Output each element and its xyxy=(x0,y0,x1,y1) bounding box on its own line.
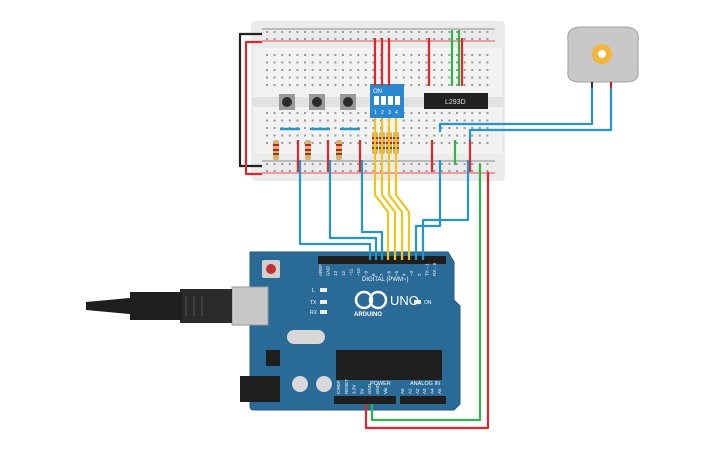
dip-switch[interactable]: ON 1 2 3 4 xyxy=(370,84,404,118)
wire-red-power xyxy=(244,40,262,176)
dip-pos-3: 3 xyxy=(388,110,391,116)
power-pin-label-1: RESET xyxy=(344,379,349,394)
push-button-3[interactable] xyxy=(340,94,356,110)
power-header xyxy=(334,396,396,404)
on-led-label: ON xyxy=(424,300,432,306)
power-pin-label-4: GND xyxy=(367,383,372,394)
digital-pin-label-5: ~10 xyxy=(356,268,361,276)
chip-label: L293D xyxy=(445,99,466,106)
power-pin-label-5: GND xyxy=(375,383,380,394)
digital-pin-label-13: 2 xyxy=(417,273,422,276)
digital-pin-label-1: GND xyxy=(326,265,331,276)
analog-pin-label-5: A5 xyxy=(437,388,442,394)
dip-pos-2: 2 xyxy=(381,110,384,116)
board-brand: ARDUINO xyxy=(354,312,382,318)
digital-pin-label-12: ~3 xyxy=(409,270,414,276)
resistor-1 xyxy=(273,140,279,160)
arduino-logo xyxy=(354,290,388,310)
board-model: UNO xyxy=(390,293,419,308)
dip-pos-4: 4 xyxy=(395,110,398,116)
power-pin-label-6: Vin xyxy=(383,387,388,394)
wires xyxy=(238,30,613,430)
power-pin-label-0: IOREF xyxy=(336,380,341,394)
led-label-l: L xyxy=(312,288,315,294)
digital-pin-label-0: AREF xyxy=(318,264,323,276)
arduino-uno: UNO ARDUINO DIGITAL (PWM~) ANALOG IN POW… xyxy=(231,251,461,411)
digital-pin-label-9: ~6 xyxy=(386,270,391,276)
atmega-chip xyxy=(336,350,442,380)
usb-cable xyxy=(86,289,232,323)
usb-port xyxy=(231,286,269,326)
analog-pin-label-3: A3 xyxy=(422,388,427,394)
digital-pin-label-8: 7 xyxy=(379,273,384,276)
power-pin-label-2: 3.3V xyxy=(352,385,357,394)
dc-jack xyxy=(240,376,280,402)
l293d-chip: L293D xyxy=(424,93,488,109)
push-button-1[interactable] xyxy=(279,94,295,110)
digital-pin-label-15: RX←0 xyxy=(432,262,437,276)
reset-button-cap[interactable] xyxy=(266,264,276,274)
digital-header-label: DIGITAL (PWM~) xyxy=(362,277,409,283)
resistor-3 xyxy=(336,140,342,160)
digital-pin-label-14: TX→1 xyxy=(424,263,429,276)
led-label-tx: TX xyxy=(310,300,317,306)
digital-pin-label-7: 8 xyxy=(371,273,376,276)
power-pin-label-3: 5V xyxy=(359,388,364,394)
wire-black-gnd xyxy=(238,32,262,168)
power-header-label: POWER xyxy=(370,381,391,387)
analog-pin-label-4: A4 xyxy=(430,388,435,394)
push-button-2[interactable] xyxy=(309,94,325,110)
digital-pin-label-10: ~5 xyxy=(394,270,399,276)
dip-switch-on-label: ON xyxy=(373,89,382,95)
resistor-2 xyxy=(305,140,311,160)
digital-pin-label-6: ~9 xyxy=(364,270,369,276)
analog-pin-label-2: A2 xyxy=(415,388,420,394)
digital-pin-label-2: 13 xyxy=(333,270,338,276)
analog-header xyxy=(400,396,446,404)
digital-pin-label-4: ~11 xyxy=(348,268,353,276)
dc-motor xyxy=(567,26,639,88)
analog-pin-label-1: A1 xyxy=(407,388,412,394)
analog-pin-label-0: A0 xyxy=(400,388,405,394)
led-label-rx: RX xyxy=(310,310,318,316)
dip-pos-1: 1 xyxy=(374,110,377,116)
analog-header-label: ANALOG IN xyxy=(410,381,440,387)
digital-pin-label-11: 4 xyxy=(402,273,407,276)
digital-pin-label-3: 12 xyxy=(341,270,346,276)
